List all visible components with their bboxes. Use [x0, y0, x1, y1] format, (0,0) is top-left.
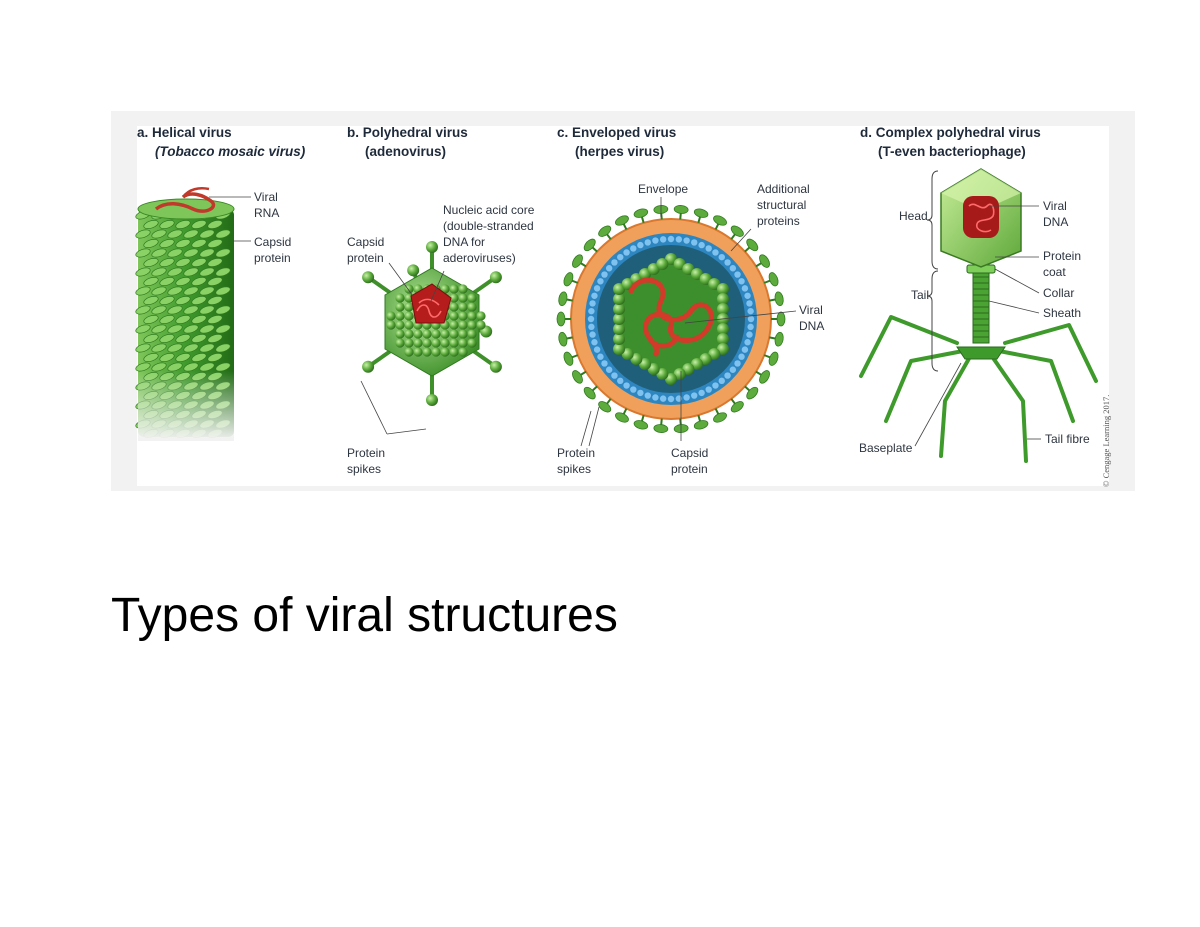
label-viral-rna: Viral RNA: [254, 190, 280, 220]
panel-d-subtitle: (T-even bacteriophage): [878, 144, 1026, 159]
label-protein-spikes-b: Protein spikes: [347, 446, 386, 476]
panel-b-heading: Polyhedral virus: [362, 125, 468, 140]
panel-d-letter: d.: [860, 125, 872, 140]
head-dna-core: [963, 196, 999, 238]
label-envelope: Envelope: [638, 182, 689, 196]
viral-rna-strand: [154, 192, 216, 213]
panel-c-title: c. Enveloped virus (herpes virus): [557, 123, 676, 161]
viral-dna-coil: [628, 277, 714, 357]
panel-a-title: a. Helical virus (Tobacco mosaic virus): [137, 123, 305, 161]
tail-fibres: [859, 315, 1098, 463]
nucleic-acid-core: [410, 283, 452, 324]
envelope-protein-spikes: [556, 205, 786, 433]
head-dna-coil: [968, 203, 995, 233]
label-tail: Tail: [911, 288, 930, 302]
slide-caption: Types of viral structures: [111, 589, 618, 642]
panel-a-subtitle: (Tobacco mosaic virus): [155, 144, 306, 159]
label-protein-coat: Protein coat: [1043, 249, 1082, 279]
panel-c-letter: c.: [557, 125, 569, 140]
bacteriophage-drawing: [859, 168, 1098, 463]
dna-coil: [416, 298, 442, 318]
viral-structures-figure: a. Helical virus (Tobacco mosaic virus) …: [111, 111, 1135, 491]
capsid-protein-subunits: [613, 253, 729, 385]
label-capsid-protein-a: Capsid protein: [254, 235, 292, 265]
label-capsid-protein-c: Capsid protein: [671, 446, 709, 476]
label-additional-proteins: Additional structural proteins: [757, 182, 810, 228]
helical-fade: [138, 371, 234, 441]
label-nucleic-acid-core: Nucleic acid core (double-stranded DNA f…: [443, 203, 535, 265]
enveloped-virus-drawing: [556, 197, 797, 447]
label-collar: Collar: [1043, 286, 1075, 300]
viral-structures-illustration: [135, 126, 1109, 486]
label-head: Head: [899, 209, 928, 223]
head-facet: [941, 169, 1021, 211]
head-brace: [926, 170, 939, 270]
label-baseplate: Baseplate: [859, 441, 913, 455]
panel-d-heading: Complex polyhedral virus: [875, 125, 1041, 140]
label-sheath: Sheath: [1043, 306, 1082, 320]
viral-rna-strand-tail: [182, 187, 210, 198]
label-capsid-protein-b: Capsid protein: [347, 235, 385, 265]
label-viral-dna-c: Viral DNA: [799, 303, 825, 333]
panel-a-letter: a.: [137, 125, 149, 140]
panel-b-subtitle: (adenovirus): [365, 144, 447, 159]
panel-c-heading: Enveloped virus: [572, 125, 677, 140]
tail-brace: [926, 270, 939, 372]
panel-b-letter: b.: [347, 125, 359, 140]
helical-virus-drawing: [135, 187, 251, 441]
label-tail-fibre: Tail fibre: [1045, 432, 1090, 446]
label-protein-spikes-c: Protein spikes: [557, 446, 596, 476]
panel-a-heading: Helical virus: [152, 125, 232, 140]
baseplate: [956, 346, 1006, 360]
helical-top: [137, 198, 235, 220]
panel-b-title: b. Polyhedral virus (adenovirus): [347, 123, 468, 161]
copyright-credit: © Cengage Learning 2017.: [1101, 394, 1111, 487]
polyhedral-virus-drawing: [360, 241, 502, 435]
sheath-rings: [973, 276, 989, 338]
label-viral-dna-d: Viral DNA: [1043, 199, 1069, 229]
capsid-protein-scales: [135, 210, 231, 438]
panel-c-subtitle: (herpes virus): [575, 144, 665, 159]
envelope-membrane-beads: [587, 235, 755, 403]
panel-d-title: d. Complex polyhedral virus (T-even bact…: [860, 123, 1041, 161]
